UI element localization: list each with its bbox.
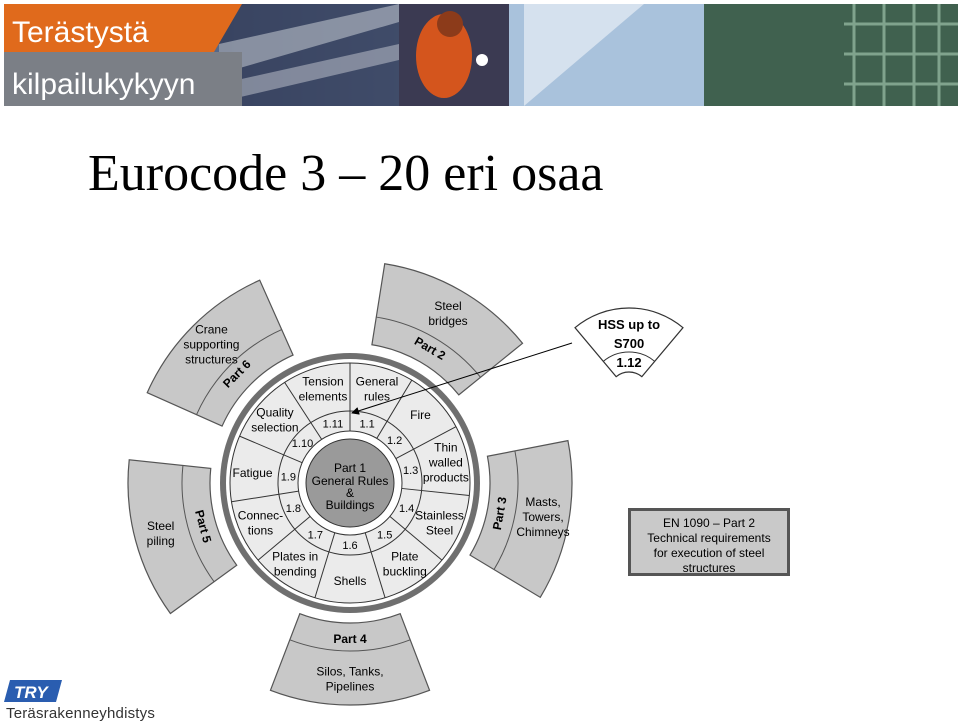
part-text: Steel [434, 299, 461, 313]
part-text: Silos, Tanks, [316, 665, 383, 679]
hss-callout: HSS up to S700 1.12 [574, 307, 684, 378]
segment-number: 1.7 [308, 529, 323, 541]
hub-line1: Part 1 [334, 461, 366, 475]
part-text: Pipelines [326, 680, 375, 694]
segment-number: 1.3 [403, 465, 418, 477]
hss-line2: S700 [614, 336, 644, 351]
segment-text: Quality [256, 406, 293, 420]
part-text: Chimneys [516, 525, 569, 539]
segment-text: tions [248, 523, 273, 537]
part-text: Masts, [525, 495, 560, 509]
segment-text: Tension [302, 374, 343, 388]
segment-number: 1.9 [281, 472, 296, 484]
footer-org-name: Teräsrakenneyhdistys [6, 705, 156, 722]
hss-num: 1.12 [616, 355, 641, 370]
segment-1.2: 1.2 Fire [387, 408, 431, 447]
segment-text: elements [299, 389, 348, 403]
segment-text: Plates in [272, 550, 318, 564]
segment-text: Stainless [415, 508, 464, 522]
segment-number: 1.4 [399, 503, 414, 515]
part-text: supporting [183, 337, 239, 351]
segment-text: products [423, 471, 469, 485]
banner-line1: Terästystä [12, 16, 149, 49]
segment-text: walled [428, 456, 463, 470]
segment-text: rules [364, 389, 390, 403]
part-text: bridges [428, 314, 467, 328]
segment-number: 1.10 [292, 438, 313, 450]
hss-line1: HSS up to [598, 317, 660, 332]
segment-text: Connec- [238, 508, 283, 522]
hub-line3: & [346, 486, 354, 500]
hub-line4: Buildings [326, 498, 375, 512]
hub-line2: General Rules [312, 474, 389, 488]
segment-text: General [356, 374, 399, 388]
hss-arrow [351, 342, 573, 415]
part-text: structures [185, 352, 238, 366]
en1090-line1: EN 1090 – Part 2 [662, 516, 756, 530]
part-label: Part 3 [490, 495, 510, 531]
segment-number: 1.1 [359, 418, 374, 430]
segment-text: selection [251, 421, 298, 435]
part-text: Crane [195, 322, 228, 336]
en1090-line3: for execution of steel [653, 546, 765, 560]
segment-text: bending [274, 565, 317, 579]
segment-text: Thin [434, 441, 457, 455]
en1090-line2: Technical requirements [647, 531, 771, 545]
part-text: Towers, [522, 510, 563, 524]
en1090-line4: structures [682, 561, 736, 575]
part-panel-4: Part 4 Silos, Tanks,Pipelines [269, 612, 431, 706]
part-text: Steel [147, 519, 174, 533]
segment-text: Shells [334, 574, 367, 588]
segment-text: Fatigue [233, 466, 273, 480]
segment-number: 1.11 [323, 418, 344, 430]
try-logo-text: TRY [14, 683, 49, 702]
part-panel-3: Part 3 Masts,Towers,Chimneys [469, 439, 573, 599]
hub [305, 438, 395, 528]
segment-text: Plate [391, 550, 419, 564]
segment-number: 1.5 [377, 529, 392, 541]
segment-text: buckling [383, 565, 427, 579]
segment-number: 1.2 [387, 435, 402, 447]
segment-text: Steel [426, 523, 453, 537]
header-banner: Terästystä kilpailukykyyn [4, 4, 958, 106]
segment-number: 1.6 [342, 540, 357, 552]
segment-number: 1.8 [286, 503, 301, 515]
segment-text: Fire [410, 408, 431, 422]
banner-line2: kilpailukykyyn [12, 68, 195, 101]
try-logo: TRY [4, 678, 64, 709]
slide-title: Eurocode 3 – 20 eri osaa [88, 145, 604, 202]
part-text: piling [147, 534, 175, 548]
en1090-box: EN 1090 – Part 2 Technical requirements … [628, 508, 790, 576]
segment-1.9: 1.9 Fatigue [233, 466, 296, 484]
part-label: Part 4 [333, 632, 367, 646]
